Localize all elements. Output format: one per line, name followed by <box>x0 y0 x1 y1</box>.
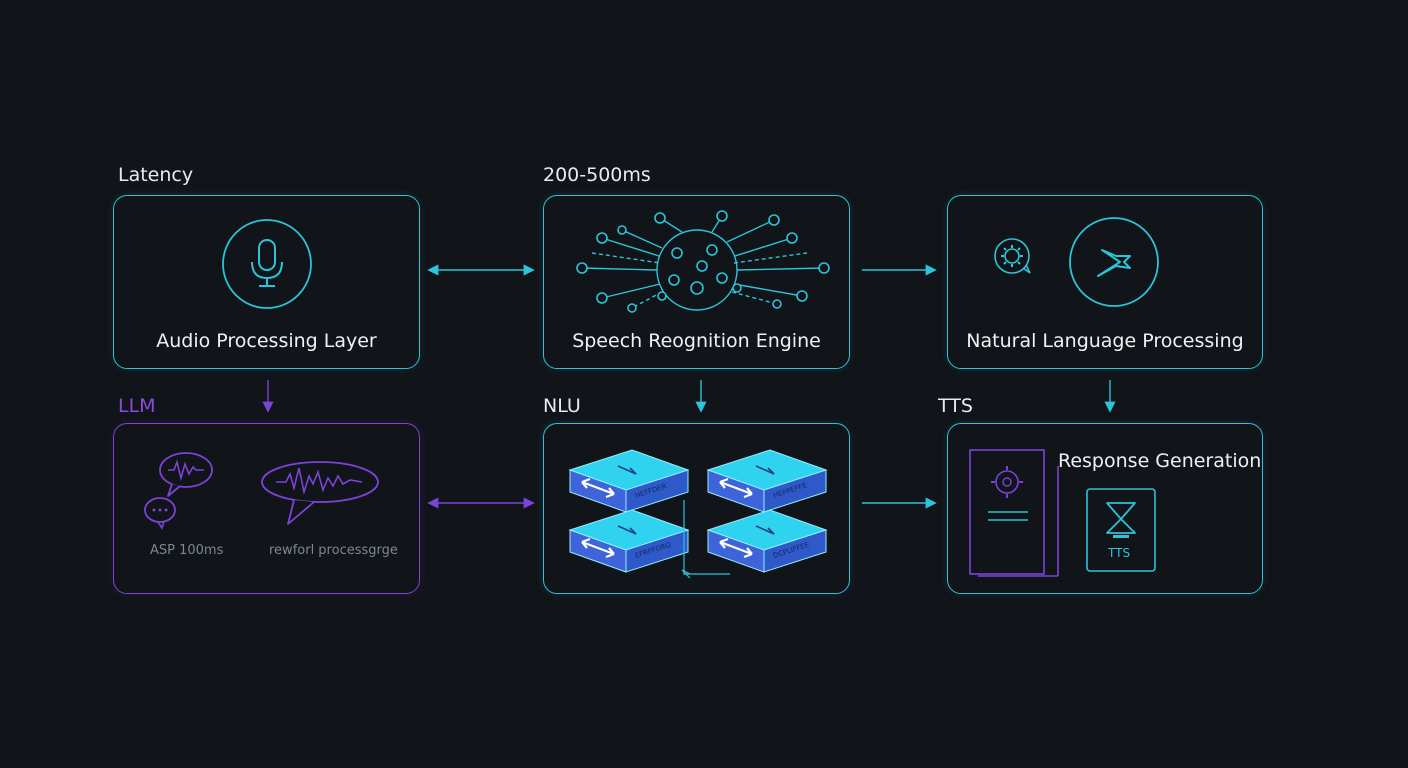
natural-language-title: Natural Language Processing <box>966 330 1244 352</box>
speech-recognition-title: Speech Reognition Engine <box>572 330 821 352</box>
nlu-label: NLU <box>543 395 581 417</box>
lightning-icon <box>1069 217 1159 307</box>
speech-recognition-box: Speech Reognition Engine <box>543 195 850 369</box>
speech-bubble-waveform-icon <box>159 452 213 497</box>
hourglass-device-icon <box>1086 488 1156 572</box>
latency-label: Latency <box>118 164 194 186</box>
latency-range-label: 200-500ms <box>543 164 651 186</box>
microphone-icon <box>222 219 312 309</box>
llm-caption-left: ASP 100ms <box>150 543 224 558</box>
llm-caption-right: rewforl processgrge <box>269 543 398 558</box>
neural-network-icon <box>576 210 830 313</box>
llm-label: LLM <box>118 395 156 417</box>
document-gear-icon <box>969 449 1059 577</box>
response-generation-title: Response Generation <box>1058 450 1262 472</box>
nlu-block: DCPLIFFEE <box>706 509 828 573</box>
speech-bubble-dots-icon <box>144 497 176 530</box>
audio-processing-title: Audio Processing Layer <box>156 330 377 352</box>
natural-language-box: Natural Language Processing <box>947 195 1263 369</box>
tts-device-label: TTS <box>1108 546 1131 560</box>
response-generation-box: Response Generation TTS <box>947 423 1263 594</box>
gear-chat-icon <box>994 238 1031 274</box>
tts-label: TTS <box>938 395 973 417</box>
llm-box: ASP 100ms rewforl processgrge <box>113 423 420 594</box>
nlu-block: HEFFDER <box>568 449 690 513</box>
nlu-block: HEPPEFFE <box>706 449 828 513</box>
large-speech-bubble-waveform-icon <box>261 461 379 525</box>
nlu-block: EFRFFORO <box>568 509 690 573</box>
audio-processing-box: Audio Processing Layer <box>113 195 420 369</box>
